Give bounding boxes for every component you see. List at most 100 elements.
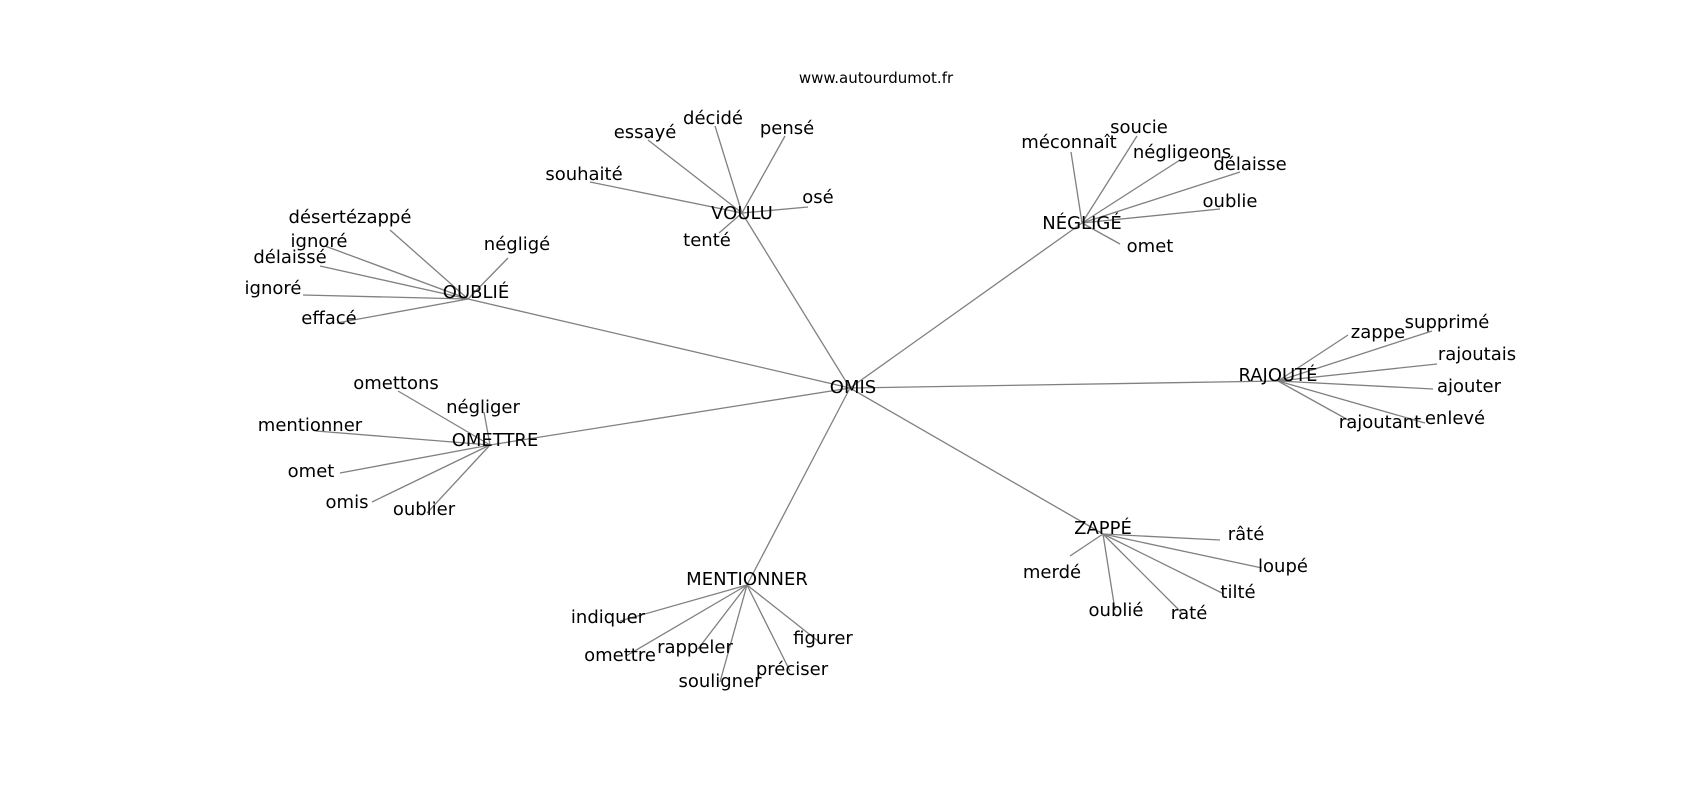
edge-hub-to-word bbox=[315, 430, 491, 446]
leaf-word[interactable]: indiquer bbox=[571, 607, 646, 628]
edge-hub-to-word bbox=[483, 411, 491, 446]
edge-hub-to-word bbox=[336, 298, 469, 324]
edge-hub-to-word bbox=[647, 139, 743, 214]
leaf-word[interactable]: rajoutais bbox=[1438, 344, 1516, 365]
graph-edges bbox=[302, 125, 1438, 683]
edge-root-to-hub bbox=[849, 387, 1104, 535]
edge-hub-to-word bbox=[389, 229, 469, 300]
leaf-word[interactable]: effacé bbox=[301, 308, 356, 329]
leaf-word[interactable]: osé bbox=[802, 187, 833, 208]
edge-root-to-hub bbox=[746, 387, 851, 586]
hub-word[interactable]: ZAPPÉ bbox=[1074, 517, 1132, 539]
leaf-word[interactable]: mentionner bbox=[258, 415, 363, 436]
edge-hub-to-word bbox=[397, 390, 491, 446]
hub-word[interactable]: OUBLIÉ bbox=[443, 281, 509, 303]
leaf-word[interactable]: souhaité bbox=[545, 164, 622, 185]
leaf-word[interactable]: négligeons bbox=[1133, 142, 1231, 163]
edge-hub-to-word bbox=[1102, 533, 1221, 541]
edge-hub-to-word bbox=[719, 584, 748, 683]
leaf-word[interactable]: ignoré bbox=[245, 278, 302, 299]
leaf-word[interactable]: tilté bbox=[1220, 582, 1255, 603]
leaf-word[interactable]: oublier bbox=[393, 499, 456, 520]
edge-hub-to-word bbox=[302, 294, 469, 300]
leaf-word[interactable]: désertézappé bbox=[289, 207, 412, 228]
leaf-word[interactable]: zappe bbox=[1351, 322, 1405, 343]
leaf-word[interactable]: négligé bbox=[484, 234, 550, 255]
leaf-word[interactable]: rappeler bbox=[657, 637, 733, 658]
leaf-word[interactable]: souligner bbox=[678, 671, 762, 692]
edge-hub-to-word bbox=[1081, 208, 1221, 224]
leaf-word[interactable]: omet bbox=[1127, 236, 1174, 257]
leaf-word[interactable]: pensé bbox=[760, 118, 814, 139]
leaf-word[interactable]: raté bbox=[1171, 603, 1208, 624]
edge-hub-to-word bbox=[718, 212, 743, 234]
edge-hub-to-word bbox=[1102, 533, 1225, 595]
leaf-word[interactable]: omettre bbox=[584, 645, 656, 666]
leaf-word[interactable]: ajouter bbox=[1437, 376, 1502, 397]
leaf-word[interactable]: rajoutant bbox=[1339, 412, 1421, 433]
leaf-word[interactable]: négliger bbox=[446, 397, 520, 418]
root-word[interactable]: OMIS bbox=[830, 377, 876, 398]
edge-hub-to-word bbox=[1081, 159, 1181, 224]
hub-word[interactable]: RAJOUTÉ bbox=[1238, 364, 1317, 386]
edge-hub-to-word bbox=[1277, 330, 1433, 382]
hub-word[interactable]: MENTIONNER bbox=[686, 569, 808, 590]
graph-labels: www.autourdumot.fr OMIS VOULU essayé décid… bbox=[245, 69, 1517, 692]
hub-word[interactable]: VOULU bbox=[711, 203, 773, 224]
edge-hub-to-word bbox=[426, 444, 491, 514]
leaf-word[interactable]: oublié bbox=[1089, 600, 1144, 621]
leaf-word[interactable]: essayé bbox=[614, 122, 677, 143]
edge-hub-to-word bbox=[1277, 363, 1438, 382]
edge-hub-to-word bbox=[1102, 533, 1184, 615]
edge-hub-to-word bbox=[1081, 171, 1241, 224]
edge-hub-to-word bbox=[625, 584, 748, 657]
leaf-word[interactable]: décidé bbox=[683, 108, 743, 129]
source-url: www.autourdumot.fr bbox=[799, 69, 954, 87]
edge-hub-to-word bbox=[589, 181, 743, 214]
leaf-word[interactable]: préciser bbox=[756, 659, 829, 680]
edge-hub-to-word bbox=[697, 584, 748, 650]
edge-hub-to-word bbox=[371, 444, 491, 503]
edge-hub-to-word bbox=[324, 245, 469, 300]
leaf-word[interactable]: omet bbox=[288, 461, 335, 482]
edge-hub-to-word bbox=[1081, 135, 1138, 224]
leaf-word[interactable]: enlevé bbox=[1425, 408, 1485, 429]
leaf-word[interactable]: méconnaît bbox=[1021, 132, 1116, 153]
edge-hub-to-word bbox=[741, 135, 786, 214]
edge-hub-to-word bbox=[1277, 380, 1434, 390]
edge-hub-to-word bbox=[741, 206, 809, 214]
leaf-word[interactable]: omettons bbox=[353, 373, 439, 394]
edge-hub-to-word bbox=[1069, 533, 1104, 557]
hub-word[interactable]: OMETTRE bbox=[452, 430, 539, 451]
edge-hub-to-word bbox=[1277, 334, 1349, 382]
leaf-word[interactable]: supprimé bbox=[1405, 312, 1490, 333]
leaf-word[interactable]: délaissé bbox=[253, 247, 326, 268]
edge-root-to-hub bbox=[489, 387, 851, 446]
leaf-word[interactable]: tenté bbox=[683, 230, 731, 251]
edge-hub-to-word bbox=[1277, 380, 1351, 422]
edge-root-to-hub bbox=[467, 298, 851, 389]
leaf-word[interactable]: loupé bbox=[1258, 556, 1308, 577]
leaf-word[interactable]: oublie bbox=[1203, 191, 1258, 212]
leaf-word[interactable]: ignoré bbox=[291, 231, 348, 252]
edge-hub-to-word bbox=[467, 257, 509, 300]
edge-hub-to-word bbox=[319, 265, 469, 300]
edge-root-to-hub bbox=[741, 212, 851, 389]
edge-hub-to-word bbox=[1070, 151, 1083, 224]
edge-hub-to-word bbox=[746, 584, 819, 642]
leaf-word[interactable]: omis bbox=[326, 492, 369, 513]
leaf-word[interactable]: délaisse bbox=[1213, 154, 1286, 175]
edge-hub-to-word bbox=[1277, 380, 1426, 424]
edge-root-to-hub bbox=[849, 380, 1279, 389]
leaf-word[interactable]: soucie bbox=[1110, 117, 1168, 138]
edge-root-to-hub bbox=[849, 222, 1083, 389]
edge-hub-to-word bbox=[339, 444, 491, 474]
leaf-word[interactable]: merdé bbox=[1023, 562, 1081, 583]
edge-hub-to-word bbox=[1102, 533, 1116, 611]
leaf-word[interactable]: râté bbox=[1228, 524, 1265, 545]
leaf-word[interactable]: figurer bbox=[793, 628, 853, 649]
edge-hub-to-word bbox=[746, 584, 791, 672]
hub-word[interactable]: NÉGLIGÉ bbox=[1042, 212, 1121, 234]
edge-hub-to-word bbox=[714, 125, 743, 214]
